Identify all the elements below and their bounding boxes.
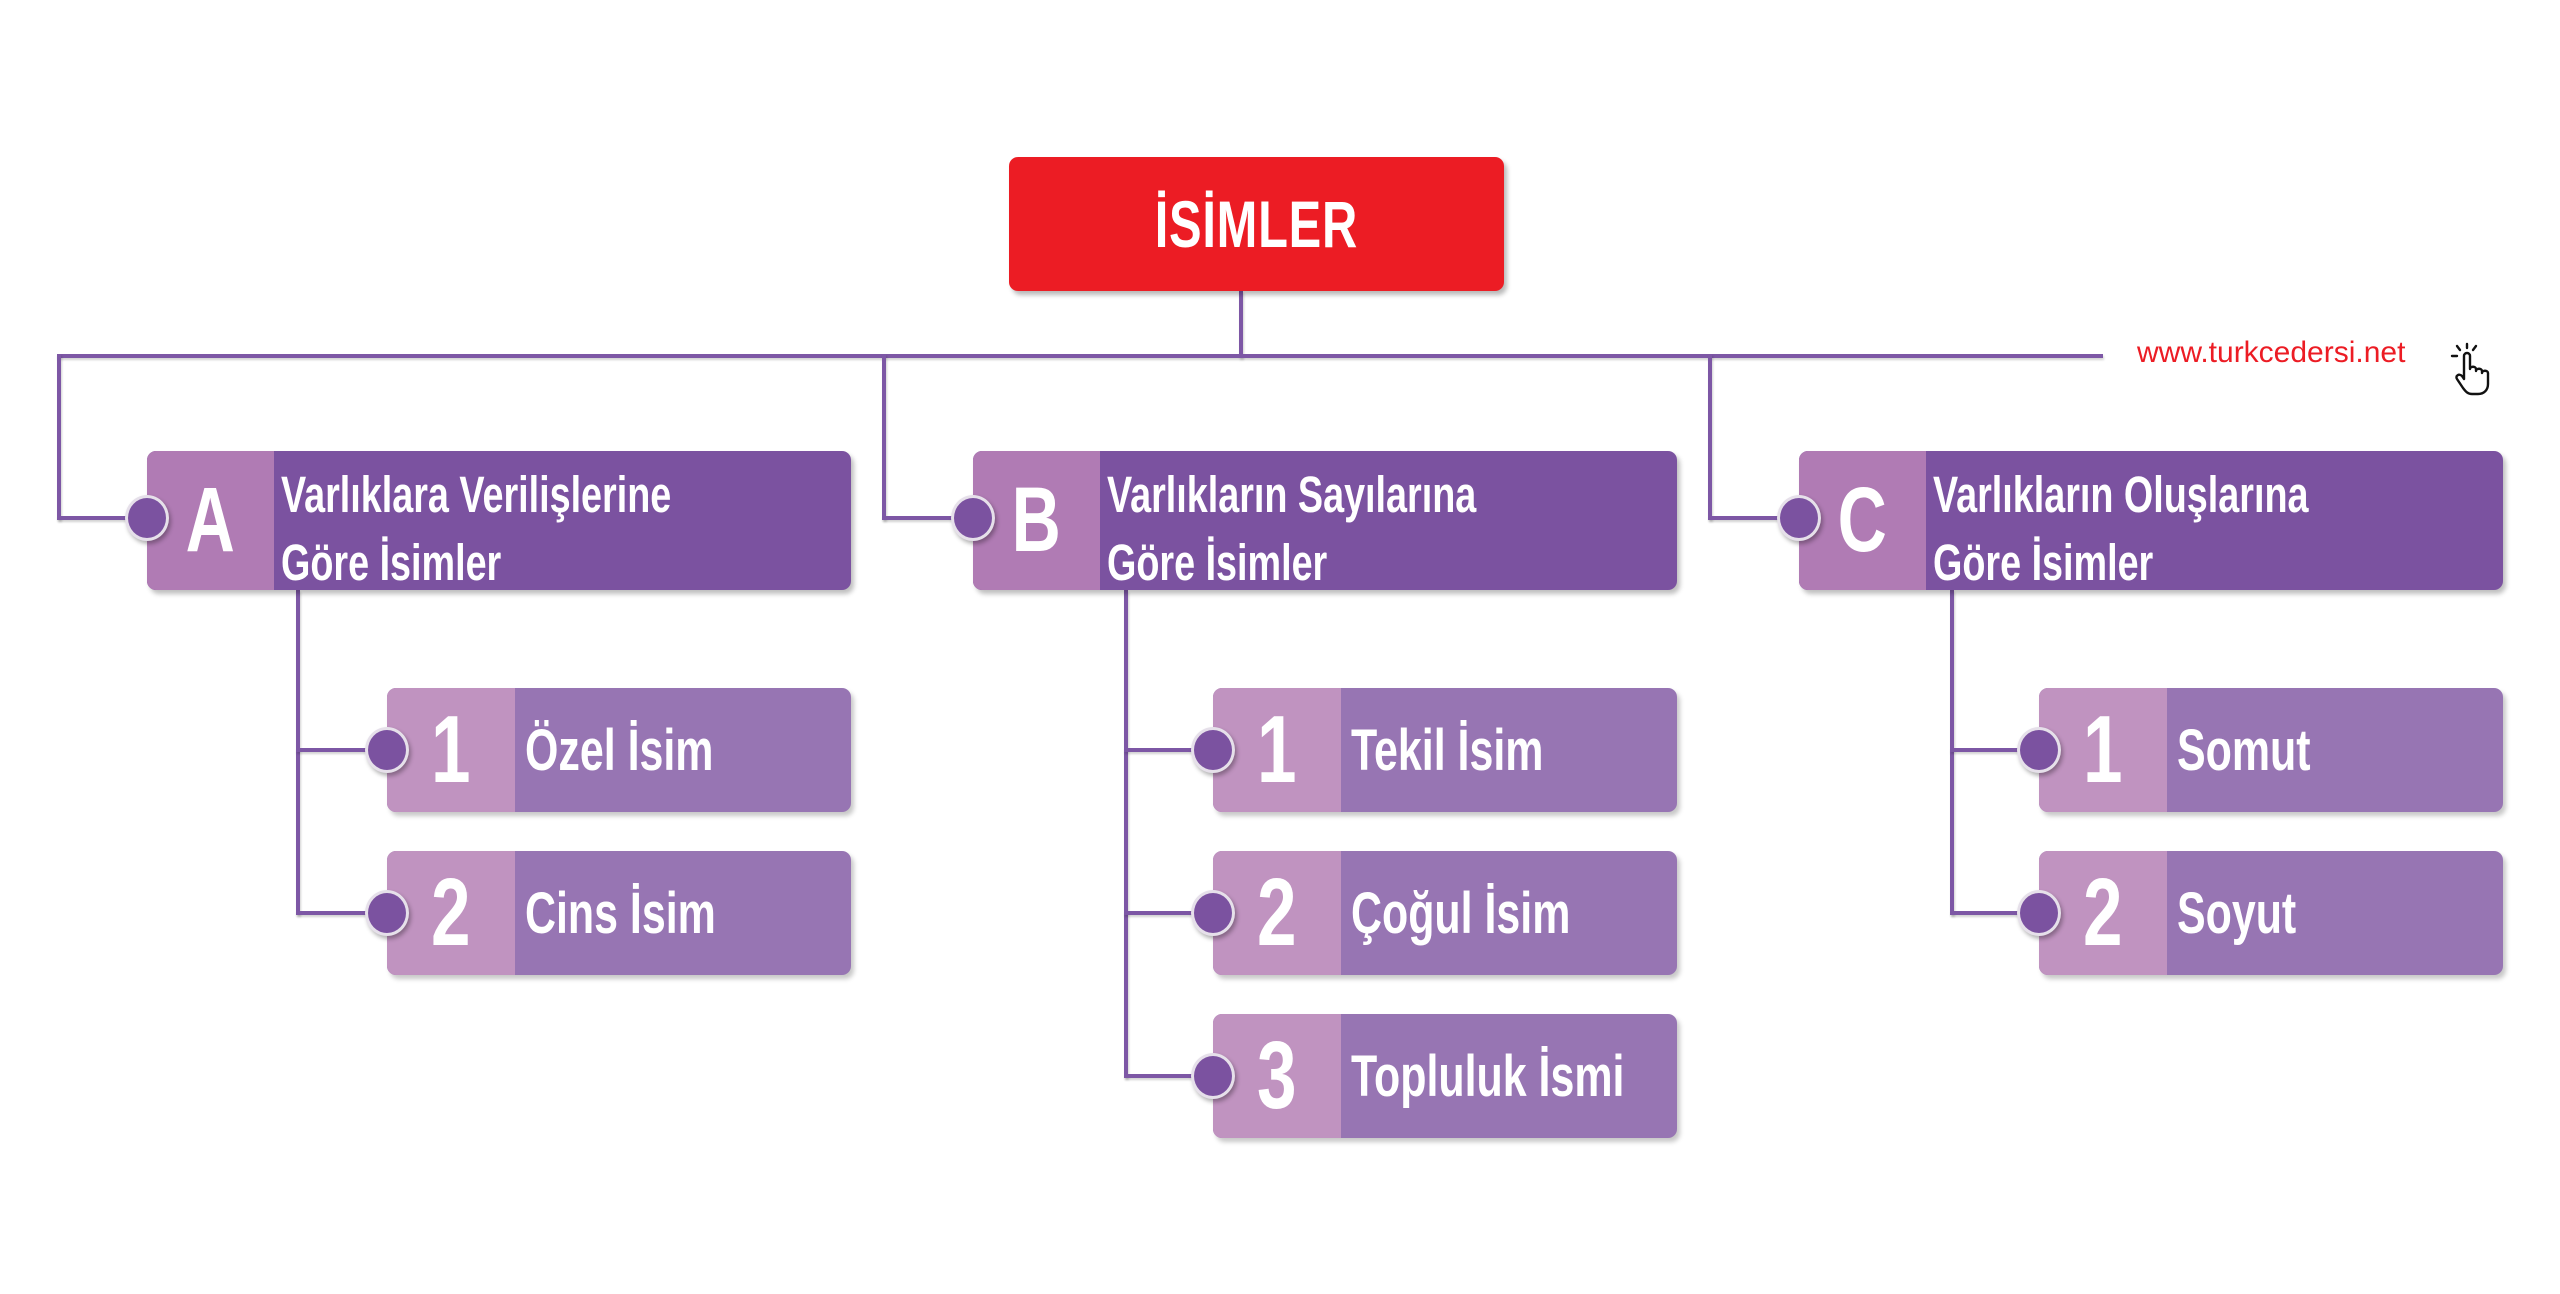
stub-connector-b2 <box>1124 911 1214 915</box>
node-dot-b1 <box>1191 727 1235 773</box>
trunk-connector <box>1239 291 1243 358</box>
subitem-c2: 2 Soyut <box>2039 851 2503 975</box>
node-dot-a2 <box>365 890 409 936</box>
subitem-number: 1 <box>431 696 471 803</box>
node-dot-b <box>951 495 995 541</box>
node-dot-c1 <box>2017 727 2061 773</box>
branch-connector-b <box>1124 590 1128 1078</box>
stub-connector-c1 <box>1950 748 2040 752</box>
subitem-b3: 3 Topluluk İsmi <box>1213 1014 1677 1138</box>
subitem-number: 2 <box>2083 859 2123 966</box>
stub-connector-b3 <box>1124 1074 1214 1078</box>
category-letter: A <box>185 469 236 571</box>
stub-connector-b <box>882 516 974 520</box>
stub-connector-c2 <box>1950 911 2040 915</box>
subitem-label: Tekil İsim <box>1351 717 1544 783</box>
branch-connector-c <box>1950 590 1954 915</box>
subitem-number: 2 <box>1257 859 1297 966</box>
drop-connector-a <box>57 354 61 520</box>
stub-connector-a1 <box>296 748 388 752</box>
stub-connector-b1 <box>1124 748 1214 752</box>
root-node-title: İSİMLER <box>1009 157 1504 291</box>
category-label-line1: Varlıkların Sayılarına <box>1107 466 1477 523</box>
subitem-number: 1 <box>2083 696 2123 803</box>
category-letter: C <box>1837 469 1888 571</box>
subitem-number: 3 <box>1257 1022 1297 1129</box>
subitem-b2: 2 Çoğul İsim <box>1213 851 1677 975</box>
subitem-label: Somut <box>2177 717 2311 783</box>
stub-connector-a <box>57 516 149 520</box>
branch-connector-a <box>296 590 300 915</box>
website-link[interactable]: www.turkcedersi.net <box>2137 336 2406 369</box>
stub-connector-a2 <box>296 911 388 915</box>
node-dot-a <box>125 495 169 541</box>
category-label-line2: Göre İsimler <box>1107 534 1328 590</box>
category-label-line1: Varlıklara Verilişlerine <box>281 466 672 523</box>
subitem-number-tab: 2 <box>387 851 515 975</box>
category-label-line2: Göre İsimler <box>281 534 502 590</box>
subitem-number-tab: 1 <box>1213 688 1341 812</box>
subitem-number: 1 <box>1257 696 1297 803</box>
bus-connector <box>57 354 2103 358</box>
page-title: İSİMLER <box>1154 187 1359 261</box>
node-dot-b2 <box>1191 890 1235 936</box>
subitem-number-tab: 3 <box>1213 1014 1341 1138</box>
subitem-a1: 1 Özel İsim <box>387 688 851 812</box>
stub-connector-c <box>1708 516 1800 520</box>
category-label-line1: Varlıkların Oluşlarına <box>1933 466 2309 523</box>
subitem-label: Çoğul İsim <box>1351 880 1571 946</box>
hand-pointer-icon <box>2450 342 2490 396</box>
node-dot-c2 <box>2017 890 2061 936</box>
subitem-number-tab: 2 <box>1213 851 1341 975</box>
subitem-label: Cins İsim <box>525 880 716 946</box>
node-dot-c <box>1777 495 1821 541</box>
drop-connector-b <box>882 354 886 520</box>
node-dot-a1 <box>365 727 409 773</box>
subitem-label: Özel İsim <box>525 717 714 783</box>
subitem-a2: 2 Cins İsim <box>387 851 851 975</box>
subitem-label: Topluluk İsmi <box>1351 1043 1625 1109</box>
node-dot-b3 <box>1191 1053 1235 1099</box>
subitem-b1: 1 Tekil İsim <box>1213 688 1677 812</box>
category-label-line2: Göre İsimler <box>1933 534 2154 590</box>
drop-connector-c <box>1708 354 1712 520</box>
category-letter: B <box>1011 469 1062 571</box>
subitem-c1: 1 Somut <box>2039 688 2503 812</box>
subitem-label: Soyut <box>2177 880 2297 946</box>
subitem-number: 2 <box>431 859 471 966</box>
